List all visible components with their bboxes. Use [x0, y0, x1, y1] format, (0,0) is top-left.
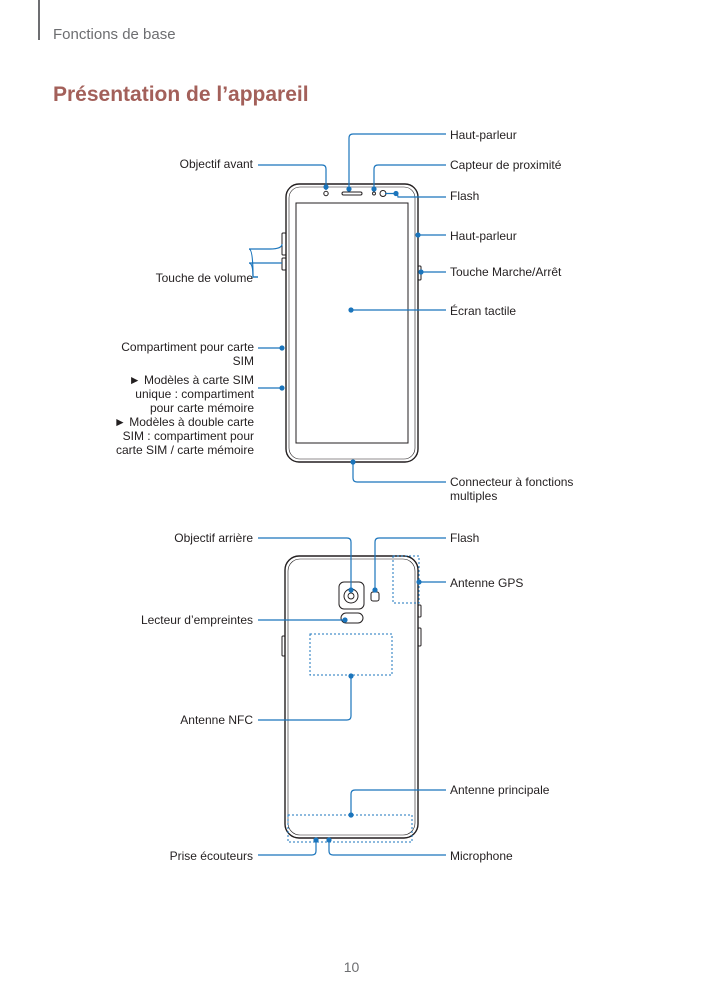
label-main-antenna: Antenne principale: [450, 783, 550, 797]
label-rear-camera: Objectif arrière: [174, 531, 253, 545]
sim-tray-block: Compartiment pour carte SIM ► Modèles à …: [110, 340, 254, 457]
fingerprint-sensor: [340, 612, 364, 624]
front-phone-body: [285, 183, 419, 463]
label-touchscreen: Écran tactile: [450, 304, 517, 318]
label-microphone: Microphone: [450, 849, 513, 863]
label-rear-flash: Flash: [450, 531, 480, 545]
label-earphone-jack: Prise écouteurs: [169, 849, 253, 863]
label-gps-antenna: Antenne GPS: [450, 576, 524, 590]
nfc-antenna-area: [309, 633, 393, 676]
label-sim-note-dual: ► Modèles à double carte SIM : compartim…: [114, 415, 254, 457]
section-title: Fonctions de base: [53, 26, 176, 43]
page-number: 10: [343, 959, 360, 975]
page-title: Présentation de l’appareil: [53, 83, 309, 106]
label-proximity-sensor: Capteur de proximité: [450, 158, 562, 172]
label-front-flash: Flash: [450, 189, 480, 203]
header-rule: [38, 0, 40, 40]
label-power-key: Touche Marche/Arrêt: [450, 265, 562, 279]
label-volume-key: Touche de volume: [155, 271, 253, 285]
label-nfc-antenna: Antenne NFC: [180, 713, 253, 727]
front-screen: [295, 202, 409, 444]
label-sim-tray: Compartiment pour carte SIM: [121, 340, 254, 368]
label-sim-note-single: ► Modèles à carte SIM unique : compartim…: [128, 373, 254, 415]
label-speaker-side: Haut-parleur: [450, 229, 517, 243]
label-front-camera: Objectif avant: [179, 157, 253, 171]
label-multipurpose-connector: Connecteur à fonctions multiples: [450, 475, 574, 503]
label-fingerprint-sensor: Lecteur d’empreintes: [140, 613, 253, 627]
label-speaker-top: Haut-parleur: [450, 128, 517, 142]
